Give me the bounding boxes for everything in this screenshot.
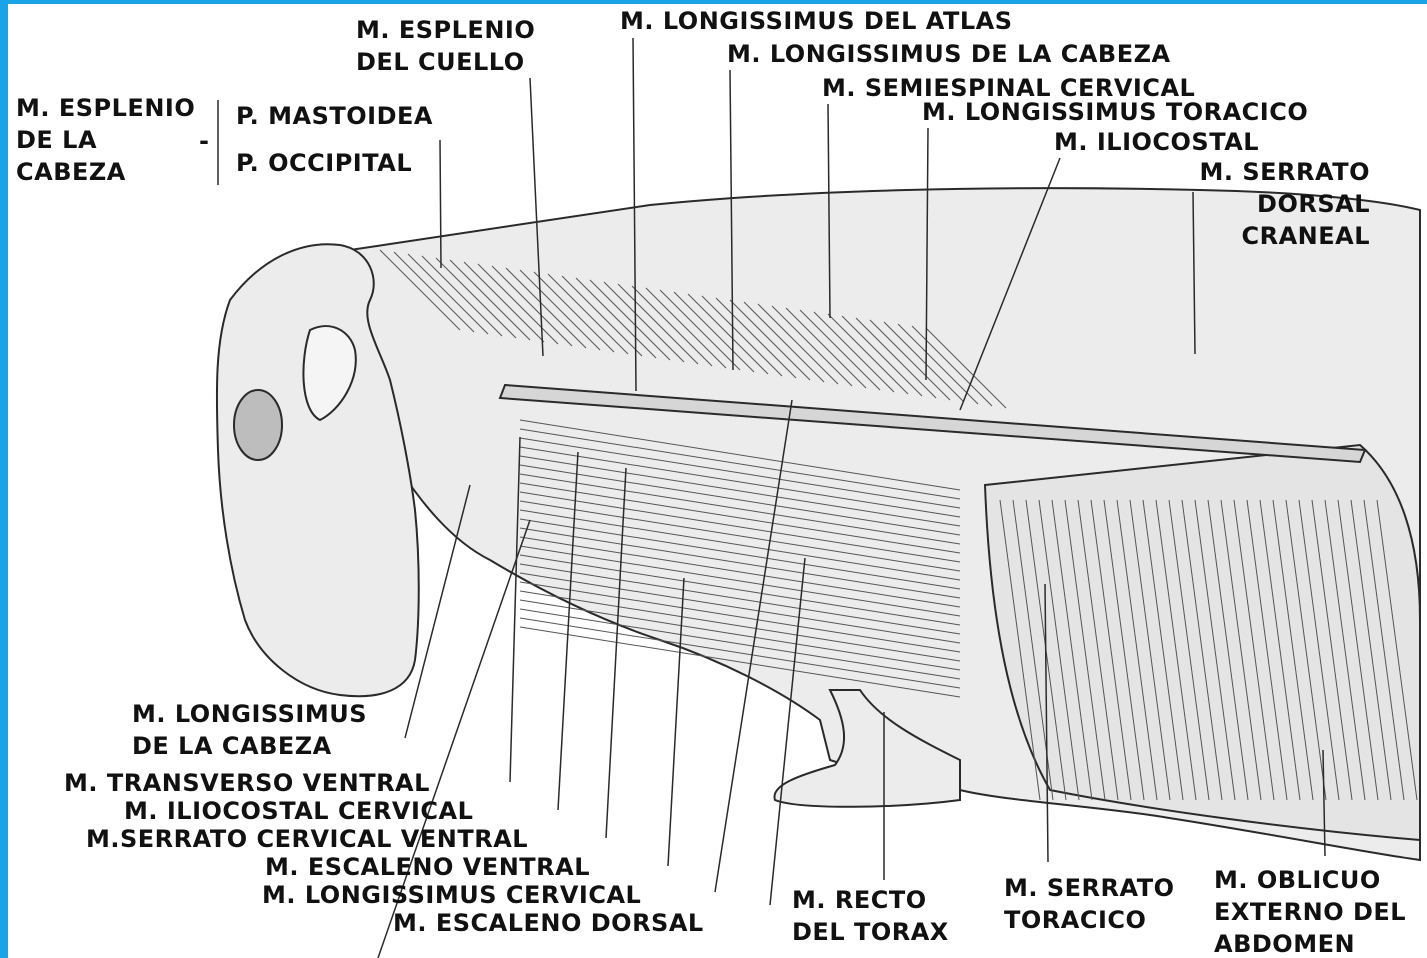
label-line: DE LA [16,124,195,156]
label-serrato-dorsal-craneal: M. SERRATO DORSAL CRANEAL [1180,156,1370,252]
label-line: M. ESPLENIO [16,92,195,124]
label-longissimus-cabeza-top: M. LONGISSIMUS DE LA CABEZA [727,38,1171,70]
label-iliocostal: M. ILIOCOSTAL [1054,126,1259,158]
label-line: DEL CUELLO [356,46,535,78]
label-line: EXTERNO DEL [1214,896,1406,928]
label-longissimus-atlas: M. LONGISSIMUS DEL ATLAS [620,5,1013,37]
label-line: M. SERRATO [1004,872,1174,904]
label-line: DEL TORAX [792,916,949,948]
leader-line [440,140,441,268]
label-line: ABDOMEN [1214,928,1406,958]
label-serrato-toracico: M. SERRATO TORACICO [1004,872,1174,936]
label-line: DE LA CABEZA [132,730,367,762]
body-outline [217,188,1420,860]
label-recto-torax: M. RECTO DEL TORAX [792,884,949,948]
label-longissimus-toracico: M. LONGISSIMUS TORACICO [922,96,1308,128]
label-p-occipital: P. OCCIPITAL [236,147,412,179]
label-line: DORSAL [1180,188,1370,220]
label-escaleno-dorsal: M. ESCALENO DORSAL [393,907,704,939]
label-line: M. LONGISSIMUS [132,698,367,730]
label-esplenio-cabeza: M. ESPLENIO DE LA CABEZA [16,92,195,188]
label-line: M. OBLICUO [1214,864,1406,896]
label-line: M. ESPLENIO [356,14,535,46]
label-esplenio-cuello: M. ESPLENIO DEL CUELLO [356,14,535,78]
label-line: M. SERRATO [1180,156,1370,188]
bracket-dash: - [199,125,209,157]
label-longissimus-cabeza-bottom: M. LONGISSIMUS DE LA CABEZA [132,698,367,762]
label-oblicuo-externo: M. OBLICUO EXTERNO DEL ABDOMEN [1214,864,1406,958]
label-p-mastoidea: P. MASTOIDEA [236,100,433,132]
label-line: CRANEAL [1180,220,1370,252]
label-line: CABEZA [16,156,195,188]
label-line: TORACICO [1004,904,1174,936]
label-line: M. RECTO [792,884,949,916]
orbit [234,390,282,460]
